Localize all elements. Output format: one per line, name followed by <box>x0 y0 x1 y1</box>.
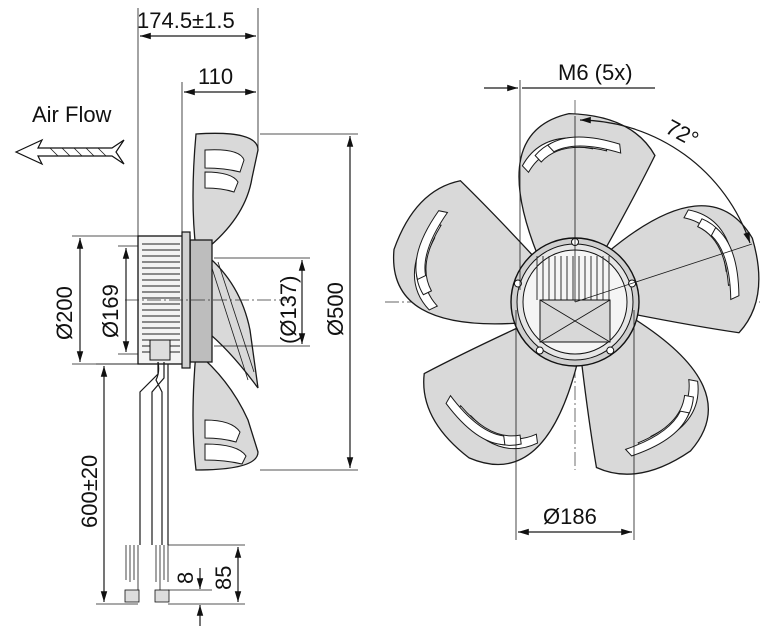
fan-blade-front <box>580 316 709 475</box>
hub-diameter-dimension: (Ø137) <box>214 257 310 347</box>
hub-depth-label: 110 <box>198 64 233 89</box>
cable <box>124 361 170 603</box>
air-flow-label: Air Flow <box>32 102 112 127</box>
flange-diameter-label: Ø169 <box>98 284 123 338</box>
flange-diameter-dimension: Ø169 <box>98 245 138 355</box>
fan-blade-side-middle <box>199 248 259 389</box>
fan-diameter-dimension: Ø500 <box>260 133 358 471</box>
overall-depth-dimension: 174.5±1.5 <box>137 8 259 245</box>
fan-blade-front <box>392 180 537 325</box>
angle-label: 72° <box>662 114 703 152</box>
mounting-thread-dimension: M6 (5x) <box>484 60 655 290</box>
rotor-hub-side <box>189 239 213 363</box>
bolt-circle-dimension: Ø186 <box>515 310 635 540</box>
strip-length-dimensions: 8 85 <box>168 544 245 626</box>
fan-diameter-label: Ø500 <box>323 282 348 336</box>
front-view: M6 (5x) 72° Ø186 <box>385 60 760 540</box>
air-flow-indicator: Air Flow <box>14 102 125 166</box>
housing-diameter-dimension: Ø200 <box>52 235 138 365</box>
fan-blade-side-bottom <box>192 350 259 471</box>
fan-blade-front <box>423 325 579 466</box>
mounting-thread-label: M6 (5x) <box>558 60 633 85</box>
fan-blade-side-top <box>192 132 259 251</box>
strip-length-short-label: 8 <box>173 572 198 584</box>
strip-length-long-label: 85 <box>211 566 236 590</box>
hub-depth-dimension: 110 <box>181 64 256 245</box>
cable-length-dimension: 600±20 <box>77 363 138 605</box>
bolt-circle-label: Ø186 <box>543 504 597 529</box>
cable-length-label: 600±20 <box>77 455 102 528</box>
hub-diameter-label: (Ø137) <box>276 276 301 344</box>
housing-diameter-label: Ø200 <box>52 286 77 340</box>
side-view: 174.5±1.5 110 Air Flow <box>14 8 358 626</box>
air-flow-arrow <box>14 138 125 166</box>
overall-depth-label: 174.5±1.5 <box>137 8 235 33</box>
